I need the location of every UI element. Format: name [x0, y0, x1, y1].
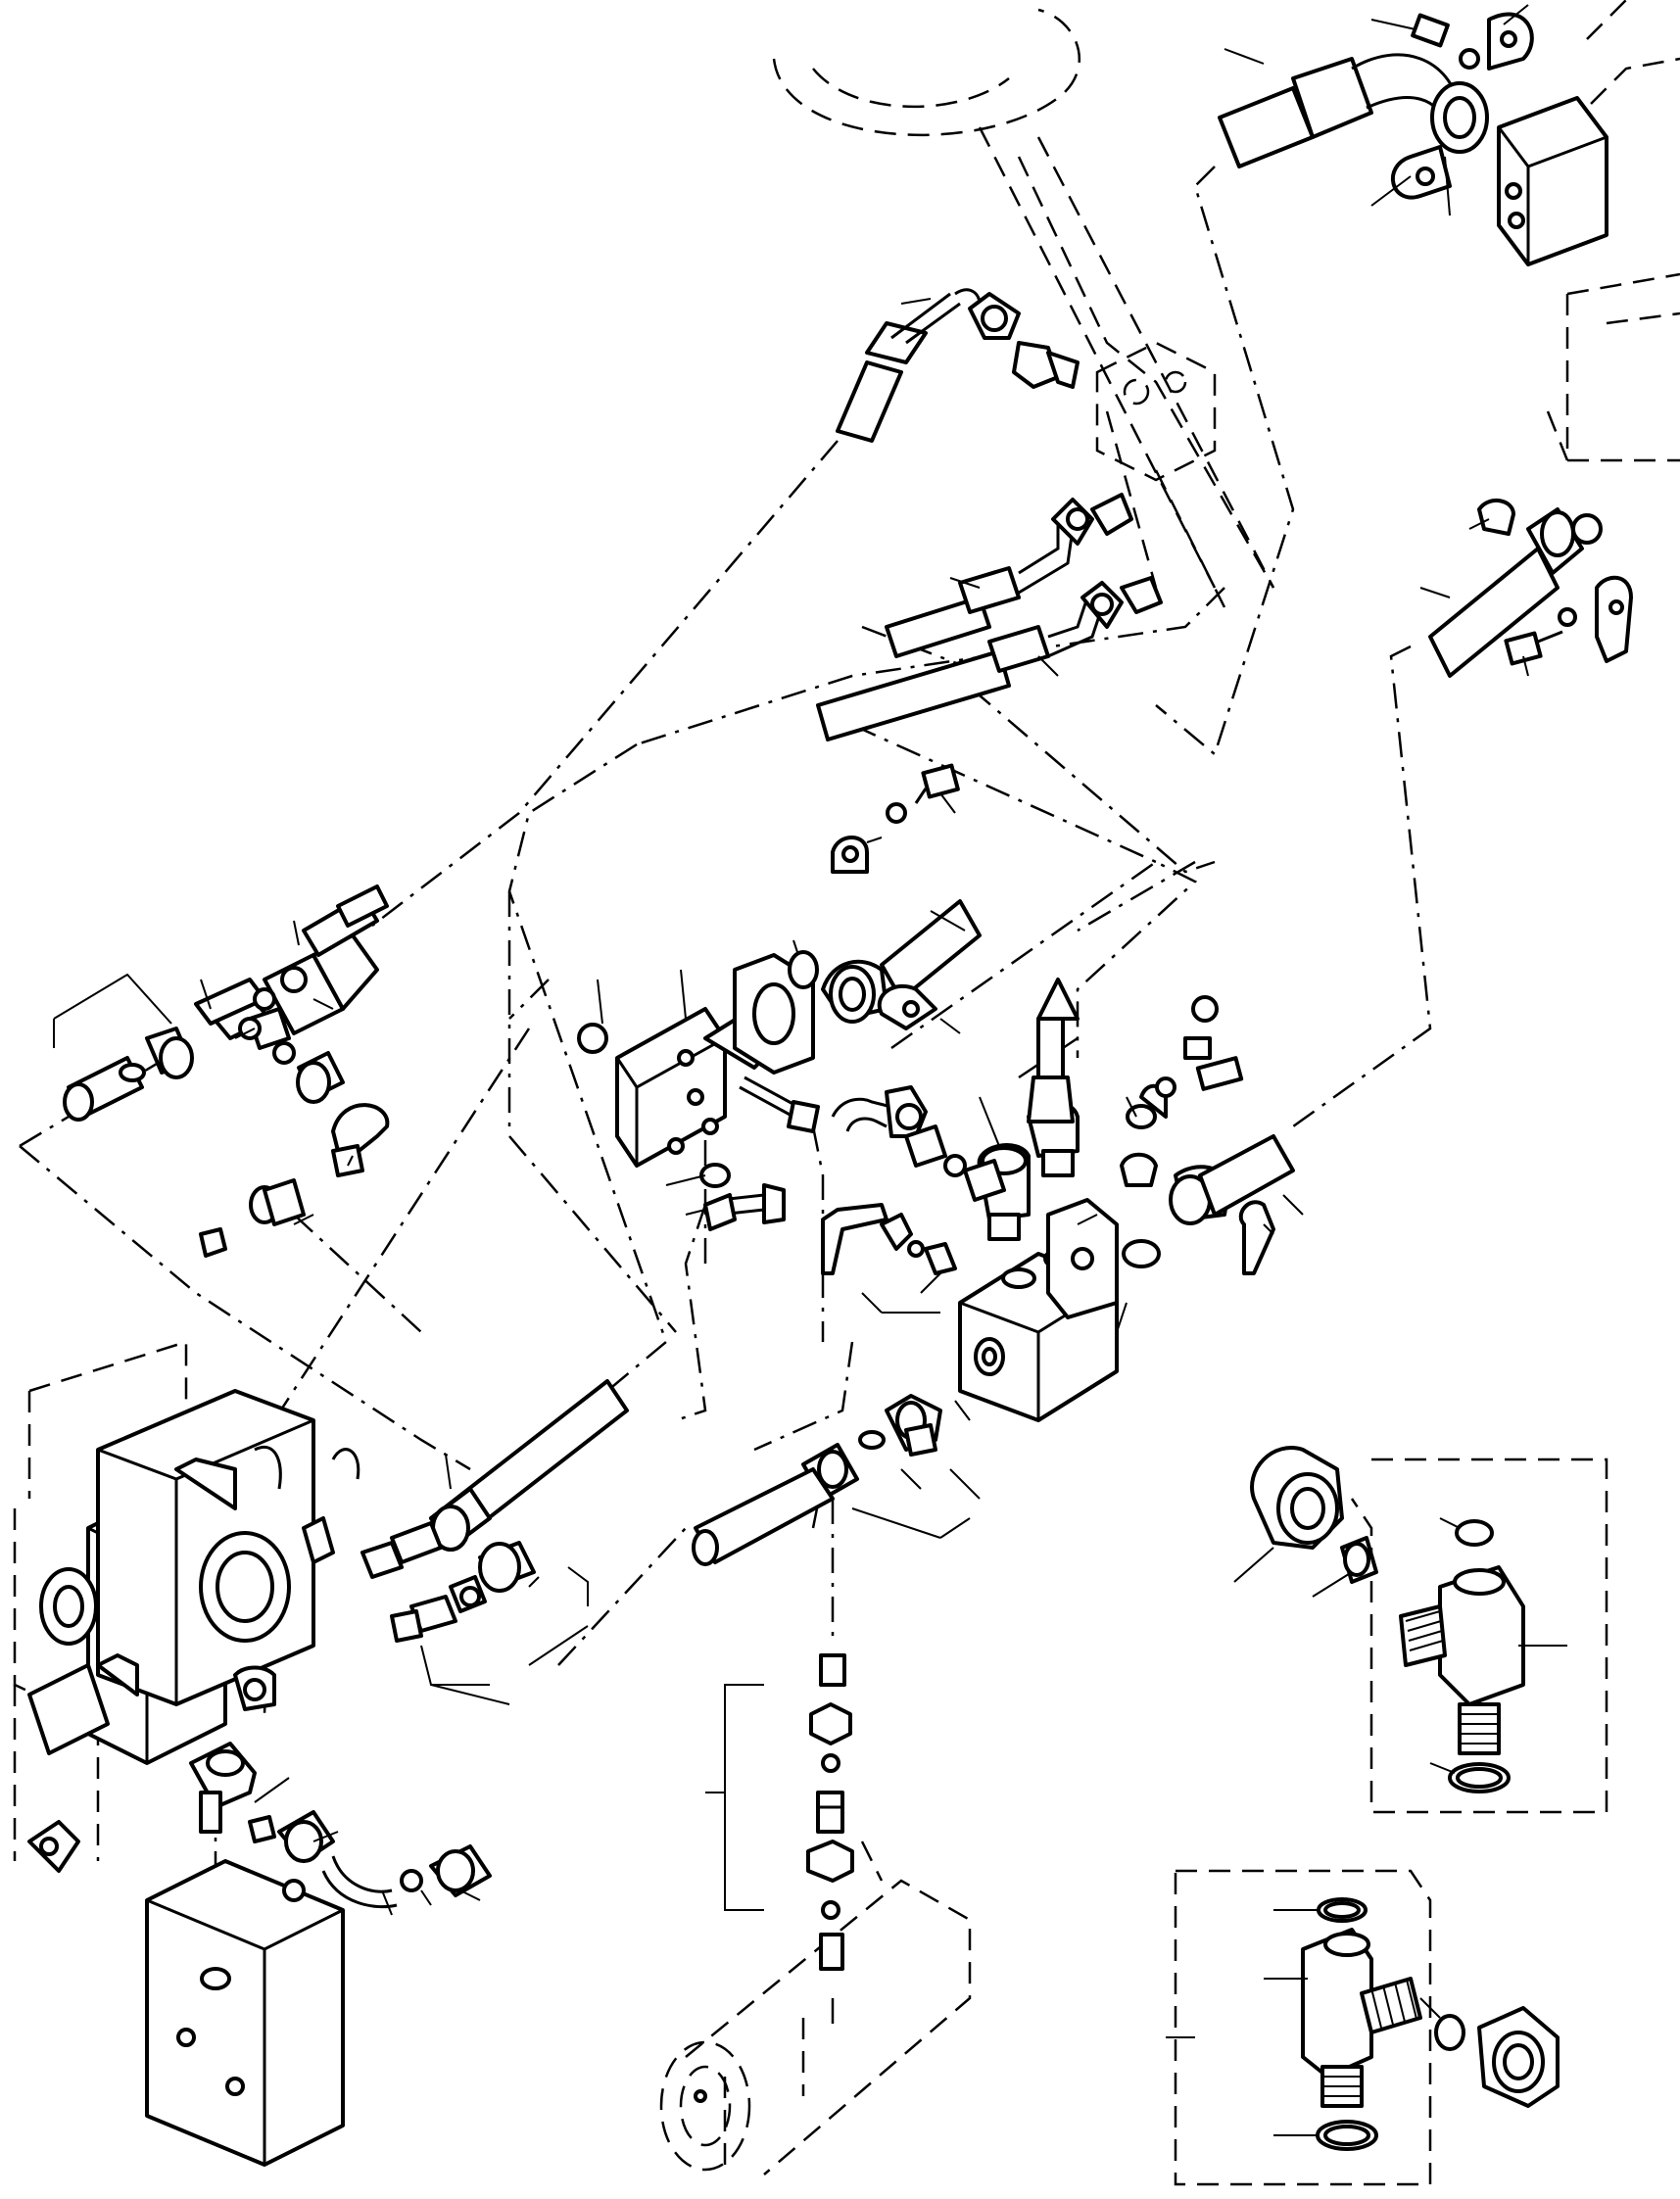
tee-fitting-cluster-left [53, 920, 390, 1258]
bolts-center [665, 1076, 820, 1231]
port-fitting-lower-center [692, 1394, 981, 1566]
phantom-cylinder-bottom [685, 1840, 972, 2175]
cylinder-end-bottom [659, 2018, 805, 2172]
stacked-fittings-bottom [705, 1653, 854, 1971]
phantom-mount-block [1095, 341, 1226, 608]
elbow-tube-top [836, 288, 1080, 443]
manifold-block-center [958, 978, 1304, 1422]
elbow-fittings-center [821, 1085, 1006, 1314]
hose-fittings-valve [360, 1379, 629, 1705]
hose-with-flange-top [1218, 4, 1608, 266]
phantom-tank-top [772, 8, 1275, 589]
flow-frame-center [507, 891, 677, 1333]
hose-flange-right [1419, 499, 1633, 678]
valve-body-left [27, 1389, 360, 1873]
inset-tee-detail-lower [1166, 1869, 1560, 2186]
elbow-lower-left [145, 1742, 492, 2167]
hose-left-upper [302, 884, 389, 957]
inset-tee-detail-upper [1233, 1446, 1608, 1814]
flange-assembly-center [577, 763, 982, 1168]
phantom-bracket-upper-right [1546, 0, 1680, 462]
tubes-center-top [816, 493, 1163, 741]
